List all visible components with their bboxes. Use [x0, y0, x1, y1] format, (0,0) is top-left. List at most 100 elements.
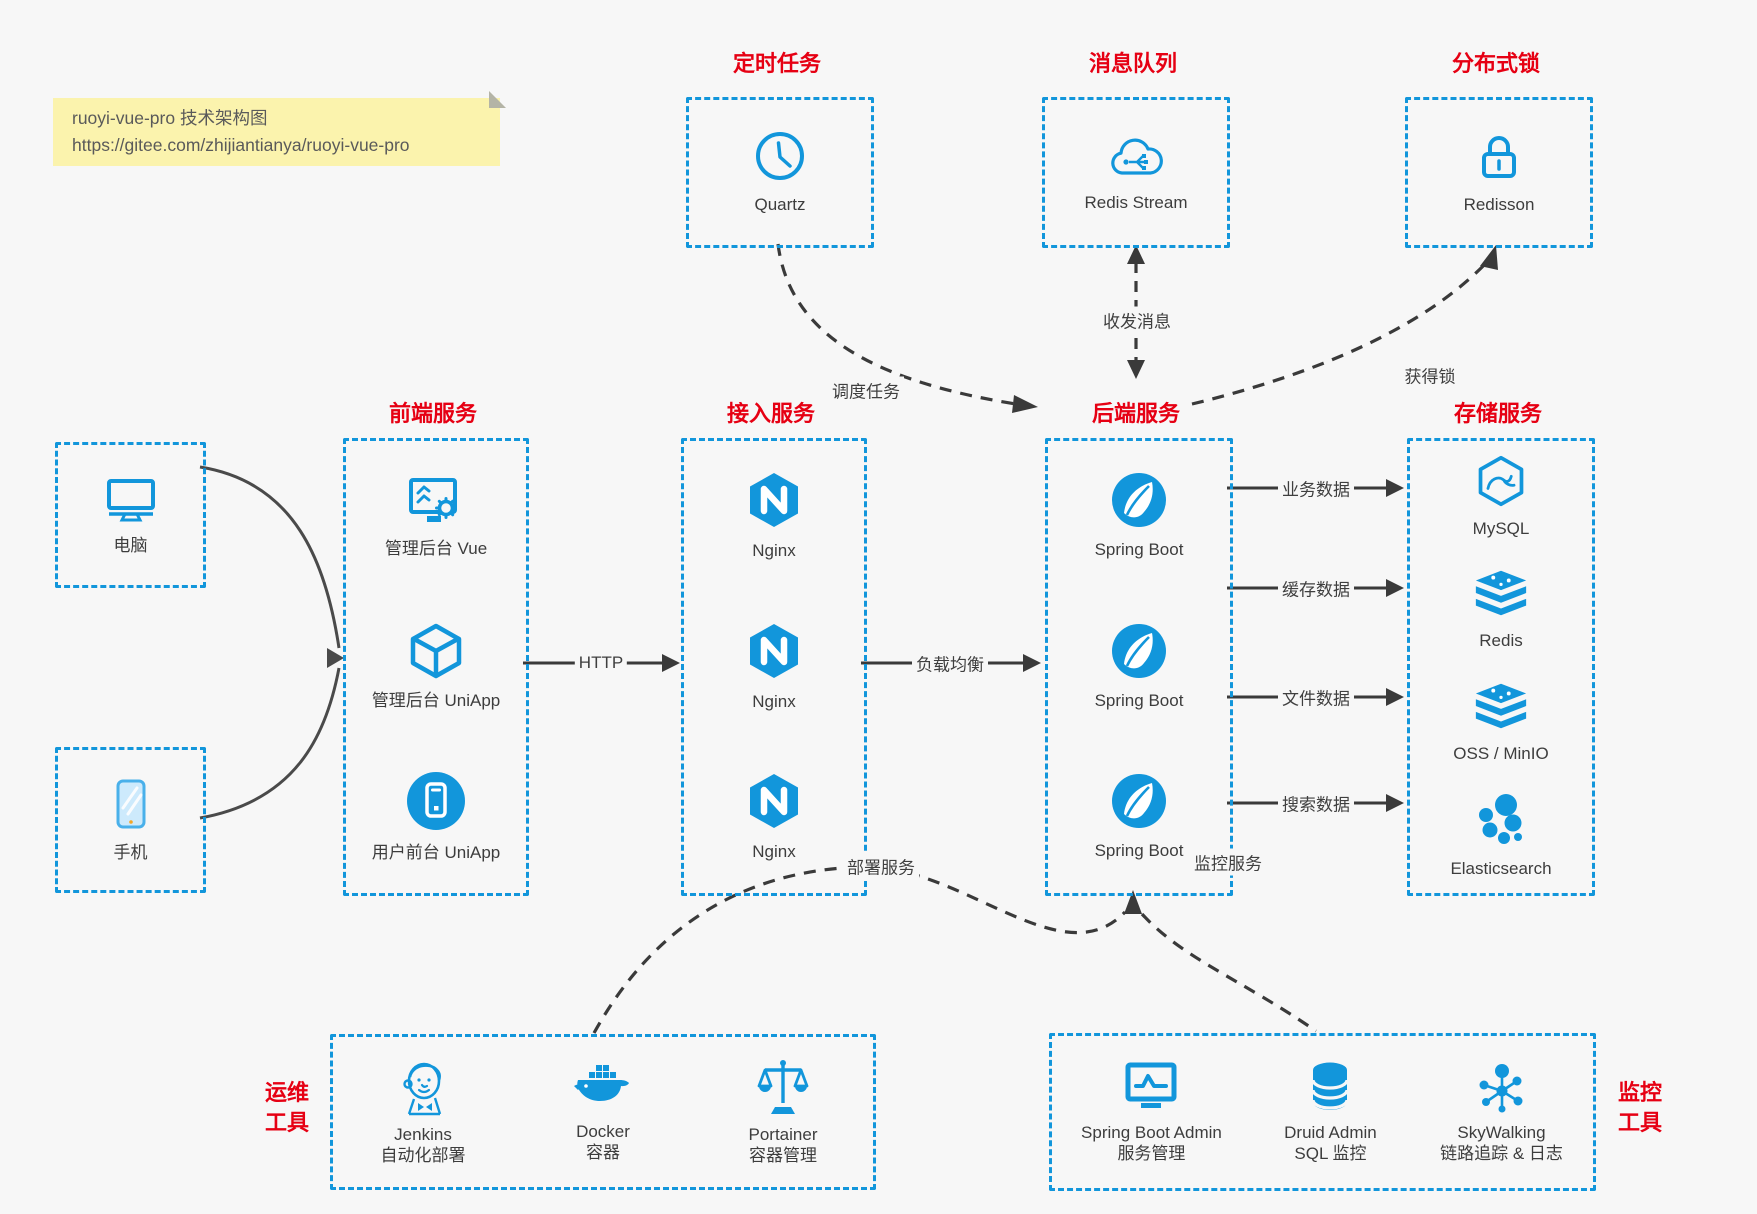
- pc-label: 电脑: [113, 535, 148, 555]
- edge-label-business-data: 业务数据: [1278, 474, 1354, 502]
- druid-item: Druid Admin SQL 监控: [1251, 1036, 1410, 1188]
- group-title-storage: 存储服务: [1453, 401, 1543, 426]
- sticky-note: ruoyi-vue-pro 技术架构图 https://gitee.com/zh…: [53, 91, 506, 166]
- spring-boot-admin-desc: 服务管理: [1117, 1143, 1186, 1163]
- spring-boot-label: Spring Boot: [1094, 690, 1184, 710]
- scheduled-task-box: Quartz: [686, 97, 874, 248]
- spring-boot-item-2: Spring Boot: [1048, 592, 1230, 743]
- group-title-backend: 后端服务: [1091, 401, 1181, 426]
- skywalking-desc: 链路追踪 & 日志: [1440, 1143, 1563, 1163]
- edge-label-monitor-service: 监控服务: [1190, 848, 1266, 876]
- portainer-item: Portainer 容器管理: [693, 1037, 873, 1187]
- group-title-lock: 分布式锁: [1451, 51, 1541, 76]
- client-phone-box: 手机: [55, 747, 206, 893]
- nginx-item-1: Nginx: [684, 441, 864, 592]
- edge-label-deploy-service: 部署服务: [843, 852, 919, 880]
- redis-icon: [1475, 570, 1527, 616]
- edge-label-cache-data: 缓存数据: [1278, 574, 1354, 602]
- monitor-tools-title: 监控 工具: [1600, 1078, 1680, 1138]
- spring-boot-label: Spring Boot: [1094, 841, 1184, 861]
- group-title-frontend: 前端服务: [388, 401, 478, 426]
- client-pc-box: 电脑: [55, 442, 206, 588]
- docker-icon: [574, 1064, 629, 1101]
- redis-stream-item: Redis Stream: [1045, 100, 1227, 245]
- user-app-icon: [407, 772, 465, 831]
- mysql-icon: [1478, 455, 1524, 507]
- admin-uniapp-label: 管理后台 UniApp: [371, 690, 501, 710]
- monitor-title-line2: 工具: [1617, 1110, 1662, 1135]
- spring-boot-admin-item: Spring Boot Admin 服务管理: [1052, 1036, 1251, 1188]
- quartz-label: Quartz: [754, 195, 806, 214]
- edge-label-send-receive-message: 收发消息: [1099, 306, 1175, 334]
- monitor-tools-box: Spring Boot Admin 服务管理 Druid Admin SQL 监…: [1049, 1033, 1596, 1191]
- skywalking-name: SkyWalking: [1457, 1122, 1546, 1142]
- druid-name: Druid Admin: [1284, 1122, 1377, 1142]
- group-title-gateway: 接入服务: [726, 401, 816, 426]
- admin-vue-icon: [409, 477, 457, 522]
- user-uniapp-item: 用户前台 UniApp: [346, 742, 526, 893]
- group-title-mq: 消息队列: [1088, 51, 1178, 76]
- desktop-icon: [106, 478, 155, 521]
- jenkins-desc: 自动化部署: [380, 1145, 466, 1165]
- redisson-label: Redisson: [1463, 195, 1535, 214]
- docker-name: Docker: [576, 1121, 630, 1141]
- edge-label-search-data: 搜索数据: [1278, 789, 1354, 817]
- phone-item: 手机: [58, 750, 203, 890]
- oss-minio-item: OSS / MinIO: [1410, 667, 1592, 780]
- elasticsearch-label: Elasticsearch: [1450, 859, 1552, 878]
- spring-boot-label: Spring Boot: [1094, 539, 1184, 559]
- oss-minio-label: OSS / MinIO: [1453, 744, 1549, 763]
- edge-label-file-data: 文件数据: [1278, 683, 1354, 711]
- skywalking-item: SkyWalking 链路追踪 & 日志: [1410, 1036, 1593, 1188]
- redisson-item: Redisson: [1408, 100, 1590, 245]
- user-uniapp-label: 用户前台 UniApp: [371, 843, 501, 863]
- ops-tools-box: Jenkins 自动化部署 Docker 容器: [330, 1034, 876, 1190]
- spring-boot-icon: [1112, 623, 1166, 678]
- group-title-scheduled: 定时任务: [732, 51, 822, 76]
- distributed-lock-box: Redisson: [1405, 97, 1593, 248]
- frontend-services-box: 管理后台 Vue 管理后台 UniApp 用户前台 UniApp: [343, 438, 529, 896]
- edge-label-schedule-task: 调度任务: [828, 376, 904, 404]
- nginx-item-3: Nginx: [684, 742, 864, 893]
- monitor-title-line1: 监控: [1617, 1080, 1662, 1105]
- elasticsearch-icon: [1479, 794, 1522, 844]
- jenkins-item: Jenkins 自动化部署: [333, 1037, 513, 1187]
- nginx-item-2: Nginx: [684, 592, 864, 743]
- portainer-icon: [757, 1059, 809, 1114]
- spring-boot-item-1: Spring Boot: [1048, 441, 1230, 592]
- druid-icon: [1311, 1062, 1350, 1110]
- phone-label: 手机: [113, 842, 148, 862]
- docker-item: Docker 容器: [513, 1037, 693, 1187]
- clock-icon: [756, 132, 804, 180]
- spring-boot-icon: [1112, 472, 1166, 527]
- edge-label-load-balance: 负载均衡: [912, 649, 988, 677]
- redis-item: Redis: [1410, 554, 1592, 667]
- note-title: ruoyi-vue-pro 技术架构图: [72, 108, 268, 128]
- oss-minio-icon: [1475, 683, 1527, 729]
- note-fold-corner: [489, 91, 506, 108]
- ops-tools-title: 运维 工具: [247, 1078, 327, 1138]
- admin-uniapp-item: 管理后台 UniApp: [346, 592, 526, 743]
- mobile-icon: [116, 779, 145, 828]
- ops-title-line1: 运维: [264, 1080, 309, 1105]
- note-url: https://gitee.com/zhijiantianya/ruoyi-vu…: [72, 135, 410, 155]
- quartz-item: Quartz: [689, 100, 871, 245]
- elasticsearch-item: Elasticsearch: [1410, 780, 1592, 893]
- admin-vue-item: 管理后台 Vue: [346, 441, 526, 592]
- pc-item: 电脑: [58, 445, 203, 585]
- spring-boot-icon: [1112, 774, 1166, 829]
- nginx-icon: [750, 623, 798, 678]
- gateway-services-box: Nginx Nginx Nginx: [681, 438, 867, 896]
- mysql-item: MySQL: [1410, 441, 1592, 554]
- skywalking-icon: [1479, 1063, 1522, 1112]
- docker-desc: 容器: [586, 1142, 620, 1162]
- nginx-icon: [750, 774, 798, 829]
- jenkins-icon: [403, 1062, 442, 1115]
- edge-label-acquire-lock: 获得锁: [1400, 361, 1460, 389]
- nginx-label: Nginx: [752, 691, 796, 711]
- storage-services-box: MySQL Redis OSS / MinIO: [1407, 438, 1595, 896]
- nginx-label: Nginx: [752, 842, 796, 862]
- spring-boot-item-3: Spring Boot: [1048, 742, 1230, 893]
- cloud-stream-icon: [1111, 138, 1163, 175]
